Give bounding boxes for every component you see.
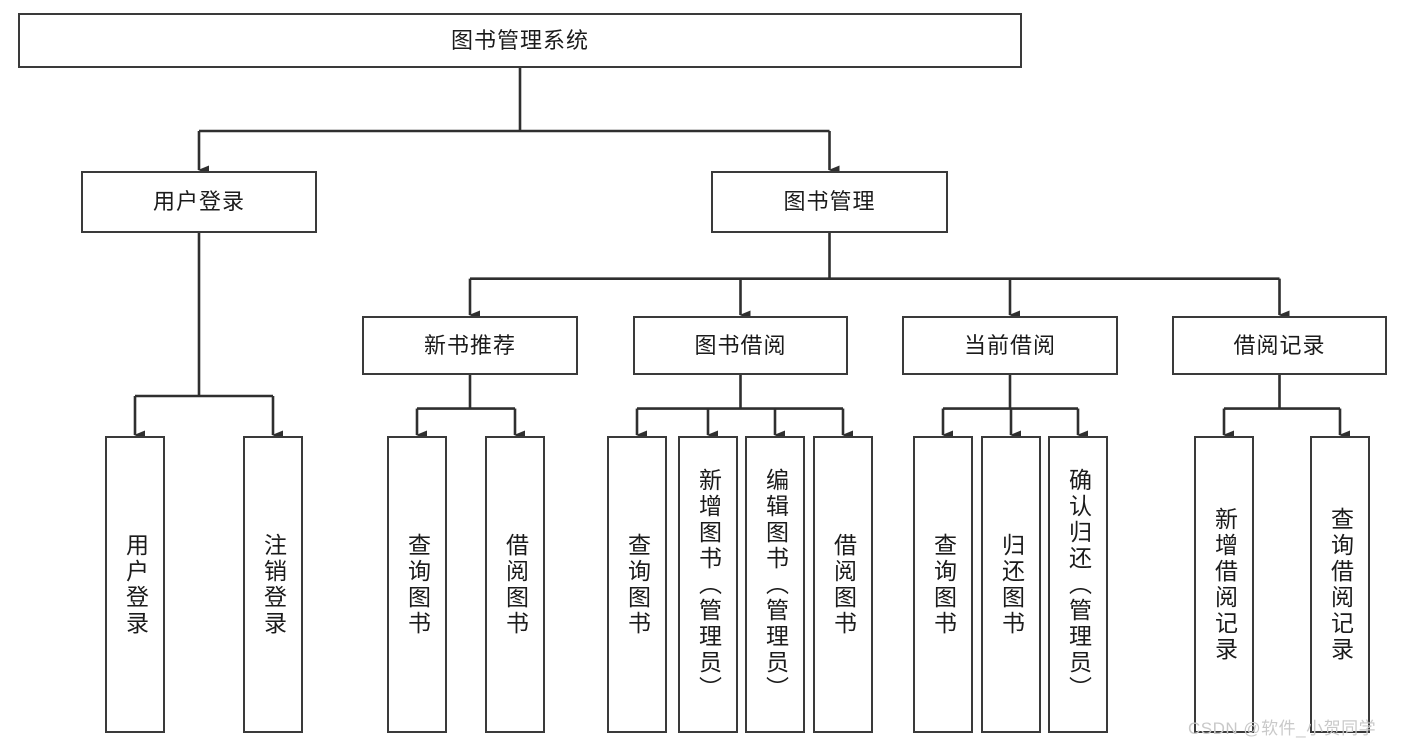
node-label: 图书管理 [783, 189, 876, 215]
node-label: 用户登录 [122, 532, 149, 637]
node-label: 借阅图书 [502, 532, 529, 637]
node-leaf-return[interactable]: 归还图书 [981, 436, 1041, 733]
node-leaf-query-3[interactable]: 查询图书 [913, 436, 973, 733]
node-leaf-query-1[interactable]: 查询图书 [387, 436, 447, 733]
node-leaf-add-rec[interactable]: 新增借阅记录 [1194, 436, 1254, 733]
node-label: 新增借阅记录 [1211, 506, 1238, 663]
node-label: 查询图书 [930, 532, 957, 637]
node-label: 借阅图书 [830, 532, 857, 637]
node-root[interactable]: 图书管理系统 [18, 13, 1022, 68]
node-label: 编辑图书（管理员） [762, 467, 789, 702]
csdn-watermark: CSDN @软件_小贺同学 [1188, 719, 1377, 738]
node-label: 查询图书 [624, 532, 651, 637]
node-label: 图书管理系统 [450, 27, 589, 53]
node-label: 当前借阅 [963, 332, 1056, 358]
node-label: 注销登录 [260, 532, 287, 637]
node-label: 查询借阅记录 [1327, 506, 1354, 663]
node-label: 新书推荐 [423, 332, 516, 358]
node-label: 确认归还（管理员） [1065, 467, 1092, 702]
node-book-borrow[interactable]: 图书借阅 [633, 316, 848, 375]
node-label: 用户登录 [152, 189, 245, 215]
node-user-login[interactable]: 用户登录 [81, 171, 317, 233]
node-label: 新增图书（管理员） [695, 467, 722, 702]
node-book-manage[interactable]: 图书管理 [711, 171, 948, 233]
node-current-borrow[interactable]: 当前借阅 [902, 316, 1118, 375]
node-leaf-add-book[interactable]: 新增图书（管理员） [678, 436, 738, 733]
node-leaf-query-rec[interactable]: 查询借阅记录 [1310, 436, 1370, 733]
node-leaf-borrow-1[interactable]: 借阅图书 [485, 436, 545, 733]
node-leaf-borrow-2[interactable]: 借阅图书 [813, 436, 873, 733]
node-label: 图书借阅 [694, 332, 787, 358]
node-label: 查询图书 [404, 532, 431, 637]
node-label: 借阅记录 [1233, 332, 1326, 358]
node-label: 归还图书 [998, 532, 1025, 637]
node-leaf-edit-book[interactable]: 编辑图书（管理员） [745, 436, 805, 733]
node-borrow-record[interactable]: 借阅记录 [1172, 316, 1387, 375]
node-leaf-user-login[interactable]: 用户登录 [105, 436, 165, 733]
node-new-book-rec[interactable]: 新书推荐 [362, 316, 578, 375]
node-leaf-logout[interactable]: 注销登录 [243, 436, 303, 733]
node-leaf-confirm[interactable]: 确认归还（管理员） [1048, 436, 1108, 733]
node-leaf-query-2[interactable]: 查询图书 [607, 436, 667, 733]
